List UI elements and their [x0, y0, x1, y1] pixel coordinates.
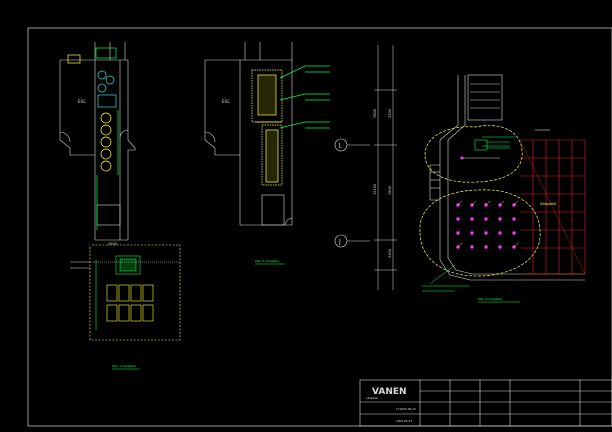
plan-right-building — [429, 74, 585, 281]
plan-right-room-label: (illegible) — [540, 202, 557, 206]
plan-left-site — [70, 244, 181, 341]
dot-array-leaders — [457, 200, 519, 248]
grid-bubble-J-label: J — [338, 239, 341, 246]
plan-right-red-grid — [519, 139, 586, 275]
plan-left-caption: Plan 1 (illegible) — [112, 364, 136, 368]
lower-annotation-leader — [429, 264, 456, 285]
title-block-date-2: 2005.06.23 — [396, 419, 412, 423]
title-block — [359, 379, 612, 427]
plan-right-dim-5: 3300 — [388, 249, 392, 258]
plan-right-caption: Plan 3 (illegible) — [478, 297, 502, 301]
plan-right-dim-2: 3300 — [388, 109, 392, 118]
revision-cloud-lower — [419, 189, 541, 277]
title-block-date-1: YY.2005.06.23 — [396, 407, 416, 411]
plan-left-dim-bottom: 3900 — [108, 242, 117, 246]
plan-left-esc-label: ESC — [78, 99, 86, 104]
plan-left-equipment — [67, 47, 119, 230]
upper-cloud-equipment — [460, 129, 550, 160]
plan-mid-esc-label: ESC — [222, 99, 230, 104]
revision-cloud-upper — [424, 125, 523, 183]
dot-array — [456, 203, 516, 249]
plan-mid — [204, 42, 293, 226]
plan-right-dim-1: 7800 — [373, 109, 377, 118]
plan-mid-cabinets — [251, 65, 330, 186]
grid-bubble-J — [334, 234, 348, 248]
grid-bubble-L-label: L — [339, 143, 343, 150]
plan-right-dim-3: 15100 — [373, 184, 377, 195]
plan-mid-caption: Plan 2 (illegible) — [255, 259, 279, 263]
drawing-frame — [27, 27, 612, 427]
plan-right-dimensions — [374, 45, 397, 290]
title-block-logo-sub: (illegible) — [366, 396, 378, 400]
plan-left — [59, 42, 136, 241]
title-block-logo: VANEN — [372, 387, 407, 397]
plan-right-dim-4: 7800 — [388, 186, 392, 195]
